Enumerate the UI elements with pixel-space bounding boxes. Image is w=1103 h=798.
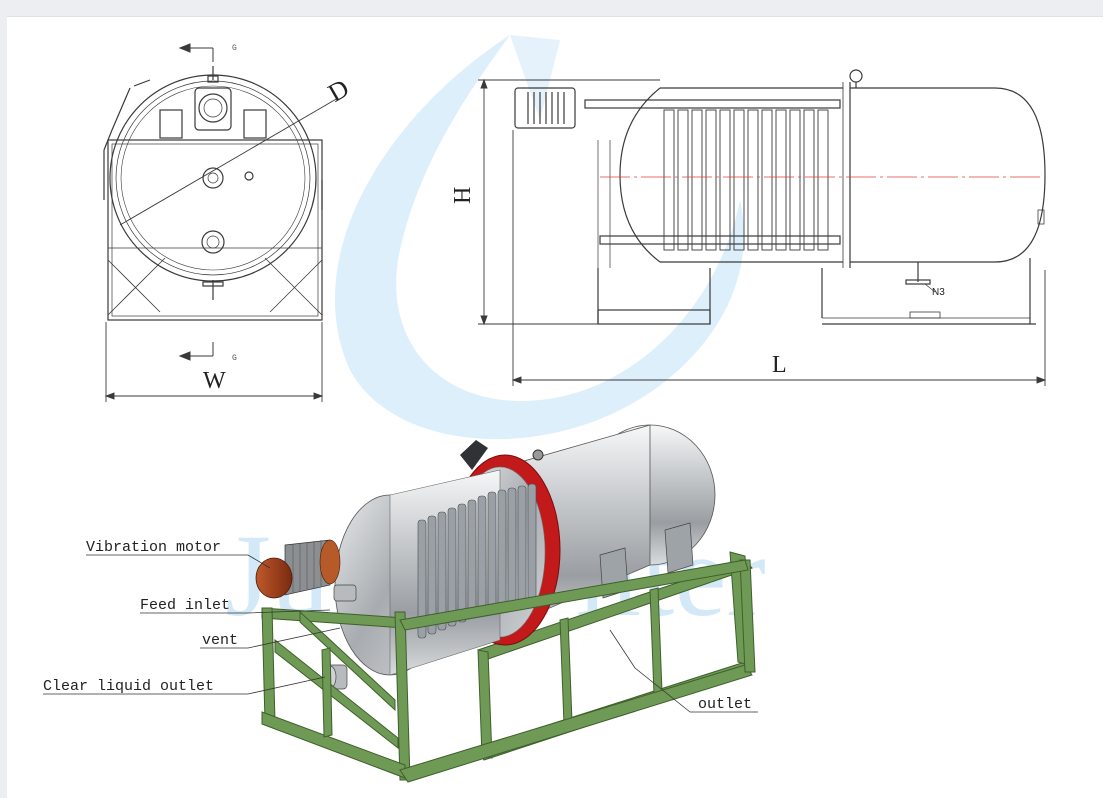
dimension-diameter: D <box>323 73 354 108</box>
dimension-length: L <box>772 352 787 378</box>
section-label-bottom: G <box>232 354 237 363</box>
window-left-edge <box>0 16 7 798</box>
dimension-line-length <box>511 130 1047 386</box>
section-arrow-bottom <box>178 342 214 361</box>
callout-outlet: outlet <box>698 696 752 713</box>
section-arrow-top <box>178 43 214 62</box>
callout-feed-inlet: Feed inlet <box>140 597 230 614</box>
dimension-width: W <box>203 368 226 394</box>
dimension-line-height <box>478 78 660 326</box>
watermark-logo <box>334 35 744 440</box>
side-view-drawing <box>514 69 1046 325</box>
callout-vent: vent <box>202 632 238 649</box>
callout-leaders <box>43 554 758 713</box>
dimension-line-width <box>104 322 324 402</box>
section-label-top: G <box>232 44 237 53</box>
callout-vibration-motor: Vibration motor <box>86 539 221 556</box>
window-top-bar <box>0 0 1103 17</box>
dimension-height: H <box>450 187 476 204</box>
filter-3d-render <box>255 424 756 783</box>
end-view-drawing <box>103 66 339 321</box>
callout-clear-liquid-outlet: Clear liquid outlet <box>43 678 214 695</box>
nozzle-tag-n3: N3 <box>932 287 945 298</box>
